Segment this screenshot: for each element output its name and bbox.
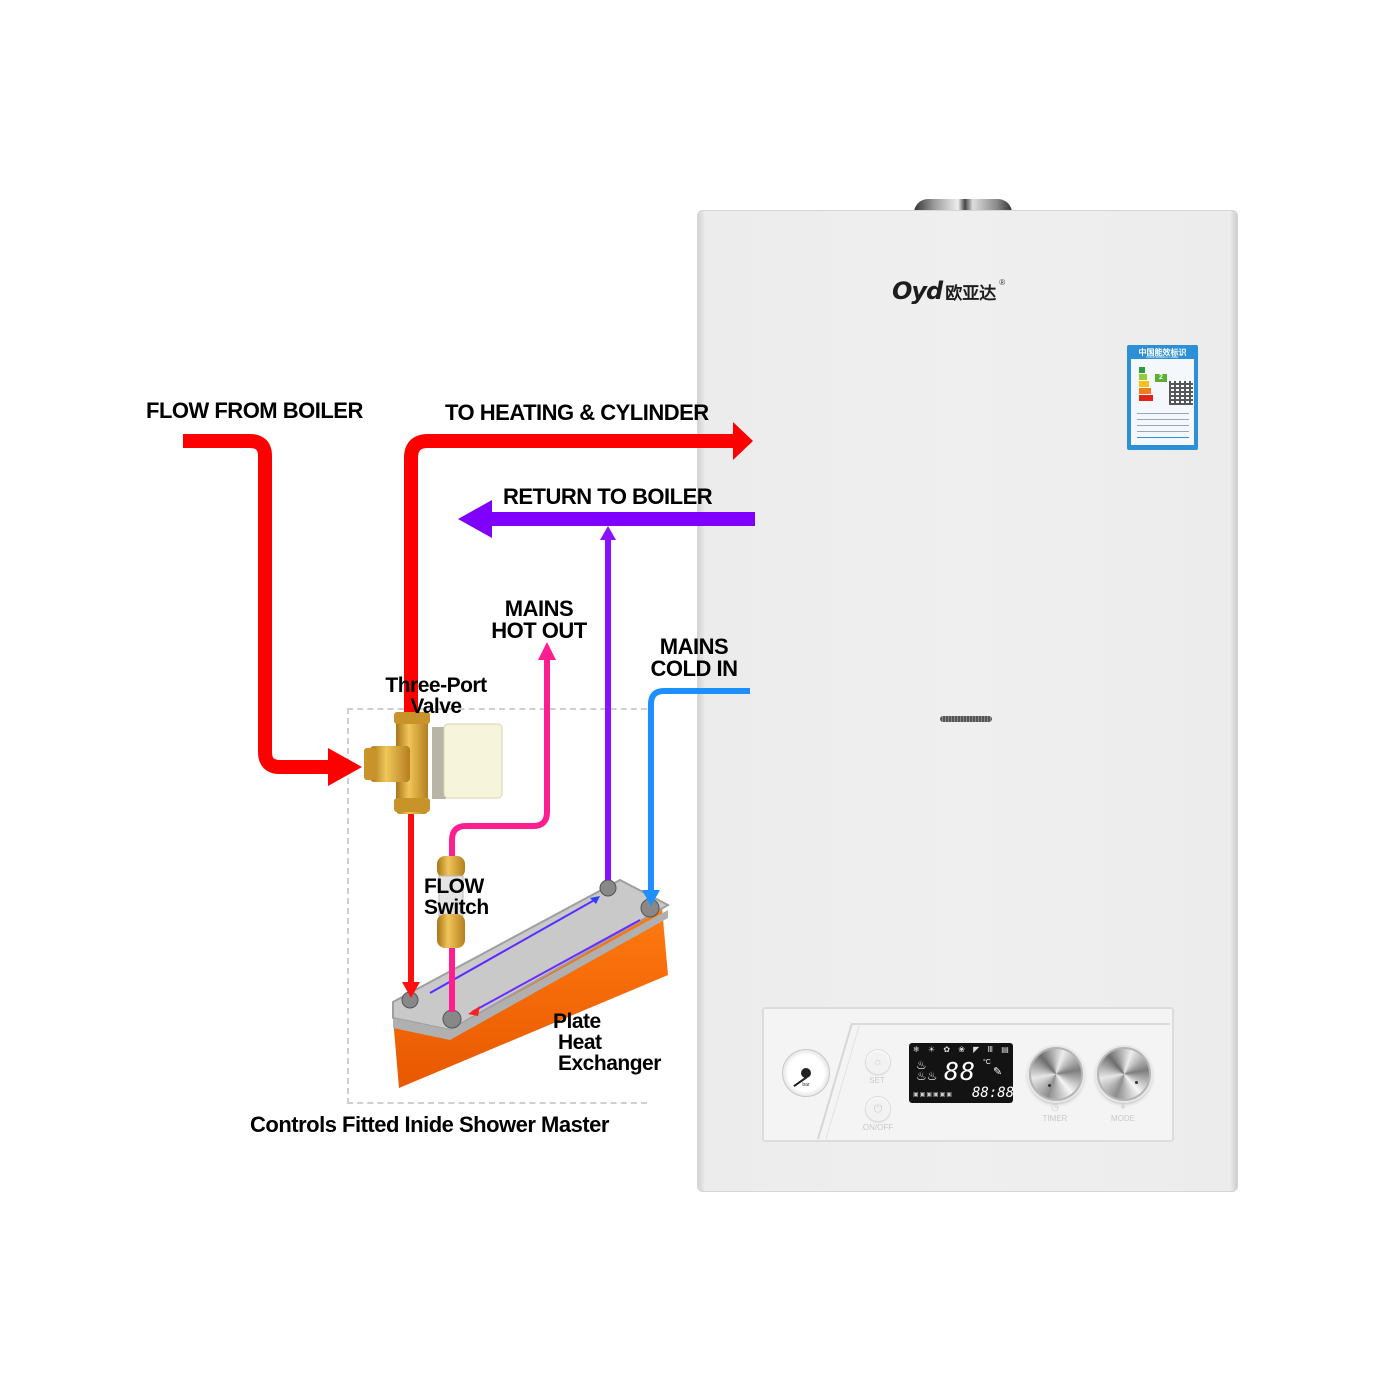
power-icon: ⏻ (873, 1103, 883, 1115)
label-return-to-boiler: RETURN TO BOILER (503, 484, 713, 509)
grade-bar-3 (1139, 381, 1149, 387)
return-riser-arrowhead (600, 526, 616, 540)
timer-icon: ◷ (1051, 1102, 1059, 1112)
knob-marker (1048, 1084, 1051, 1087)
energy-label-title: 中国能效标识 (1138, 348, 1187, 357)
power-button[interactable]: ⏻ (865, 1096, 891, 1122)
brand-mark: Oyd (892, 277, 943, 305)
label-flow-switch: FLOW Switch (424, 875, 489, 919)
valve-actuator (443, 723, 503, 799)
internal-flow-line (429, 897, 599, 994)
heat-exchanger-top-plate (392, 878, 671, 1032)
grade-bar-2 (1139, 374, 1147, 380)
mains-cold-in-pipe (648, 688, 750, 892)
label-line (1137, 413, 1189, 414)
brand-logo: Oyd 欧亚达 ® (892, 277, 1006, 305)
valve-actuator-plate (432, 727, 446, 799)
pressure-gauge: bar (782, 1049, 830, 1097)
grade-bar-4 (1139, 388, 1151, 394)
flow-from-boiler-arrowhead (328, 748, 362, 786)
valve-body-vertical (396, 716, 428, 814)
grade-indicator: 2 (1155, 374, 1167, 382)
set-button[interactable]: ☼ (865, 1049, 891, 1075)
air-vent-slot (940, 716, 992, 722)
set-label: SET (869, 1076, 885, 1085)
registered-mark: ® (999, 278, 1006, 287)
label-line (1137, 431, 1189, 432)
brand-chinese-name: 欧亚达 (945, 283, 997, 304)
flame-icon: ♨ ♨♨ (916, 1058, 938, 1083)
to-heating-arrowhead (733, 422, 753, 460)
heat-exchanger-edge (393, 910, 668, 1040)
label-to-heating-cylinder: TO HEATING & CYLINDER (445, 400, 709, 425)
set-icon: ☼ (872, 1056, 884, 1068)
grade-bar-5 (1139, 395, 1153, 401)
timer-knob[interactable] (1029, 1047, 1083, 1101)
mains-cold-in-arrowhead (642, 890, 660, 906)
label-mains-hot-out: MAINS HOT OUT (491, 596, 587, 643)
gauge-unit: bar (802, 1082, 810, 1088)
valve-bottom-nut (394, 798, 430, 812)
flue-pipe (914, 199, 1012, 213)
internal-flow-arrow (590, 896, 600, 904)
valve-inlet-nut (364, 748, 376, 780)
mains-hot-out-arrowhead (538, 642, 556, 660)
qr-code (1169, 381, 1193, 405)
grade-bar-1 (1139, 367, 1145, 373)
label-line (1137, 425, 1189, 426)
mode-icon: ⚘ (1118, 1102, 1128, 1112)
temperature-unit: °C (983, 1059, 991, 1066)
onoff-label: ON/OFF (862, 1123, 894, 1132)
timer-label: TIMER (1042, 1114, 1068, 1123)
port-bolt (599, 879, 617, 897)
wrench-icon: ✎ (993, 1066, 1003, 1078)
valve-to-exchanger-arrowhead (402, 982, 420, 998)
valve-body-inlet (370, 746, 410, 782)
temperature-readout: 88 (944, 1057, 977, 1086)
energy-efficiency-label: 中国能效标识 CHINA ENERGY LABEL 2 (1127, 345, 1198, 450)
flow-switch-top-fitting (437, 856, 465, 878)
lcd-display: ❄ ☀ ✿ ❀ ◤ Ⅲ ▤ ♨ ♨♨ 88 °C ✎ ▣▣▣▣▣▣ 88:88 (909, 1043, 1013, 1103)
plate-heat-exchanger (392, 878, 671, 1088)
return-to-boiler-arrowhead (458, 500, 492, 538)
energy-label-body: 2 (1131, 359, 1194, 445)
port-bolt (442, 1009, 462, 1029)
panel-diagonal-trim (817, 1022, 861, 1140)
mode-label: MODE (1111, 1114, 1135, 1123)
lcd-mode-icons: ▣▣▣▣▣▣ (913, 1092, 954, 1098)
panel-trim (852, 1023, 1170, 1025)
label-mains-cold-in: MAINS COLD IN (650, 634, 738, 681)
internal-flow-line (471, 919, 641, 1013)
label-line (1137, 437, 1189, 438)
label-three-port-valve: Three-Port Valve (385, 674, 487, 718)
internal-flow-arrow (468, 1006, 480, 1016)
gauge-hub (801, 1068, 811, 1078)
time-readout: 88:88 (972, 1085, 1013, 1101)
flow-switch-bottom-fitting (437, 914, 465, 948)
label-plate-heat-exchanger: Plate Heat Exchanger (553, 1010, 661, 1075)
flow-from-boiler-pipe (183, 434, 330, 774)
diagram-caption: Controls Fitted Inide Shower Master (250, 1112, 609, 1137)
energy-label-subtitle: CHINA ENERGY LABEL (1146, 355, 1179, 359)
mode-knob[interactable] (1097, 1047, 1151, 1101)
knob-marker (1135, 1081, 1138, 1084)
valve-top-nut (394, 712, 430, 724)
label-line (1137, 419, 1189, 420)
flow-switch (437, 856, 465, 948)
controls-enclosure-outline (347, 708, 647, 1104)
to-heating-pipe (404, 434, 735, 720)
flow-switch-body (438, 875, 464, 917)
label-flow-from-boiler: FLOW FROM BOILER (146, 398, 363, 423)
three-port-valve (364, 712, 503, 814)
lcd-status-icons: ❄ ☀ ✿ ❀ ◤ Ⅲ ▤ (913, 1045, 1012, 1054)
mains-hot-out-pipe (449, 660, 550, 1012)
